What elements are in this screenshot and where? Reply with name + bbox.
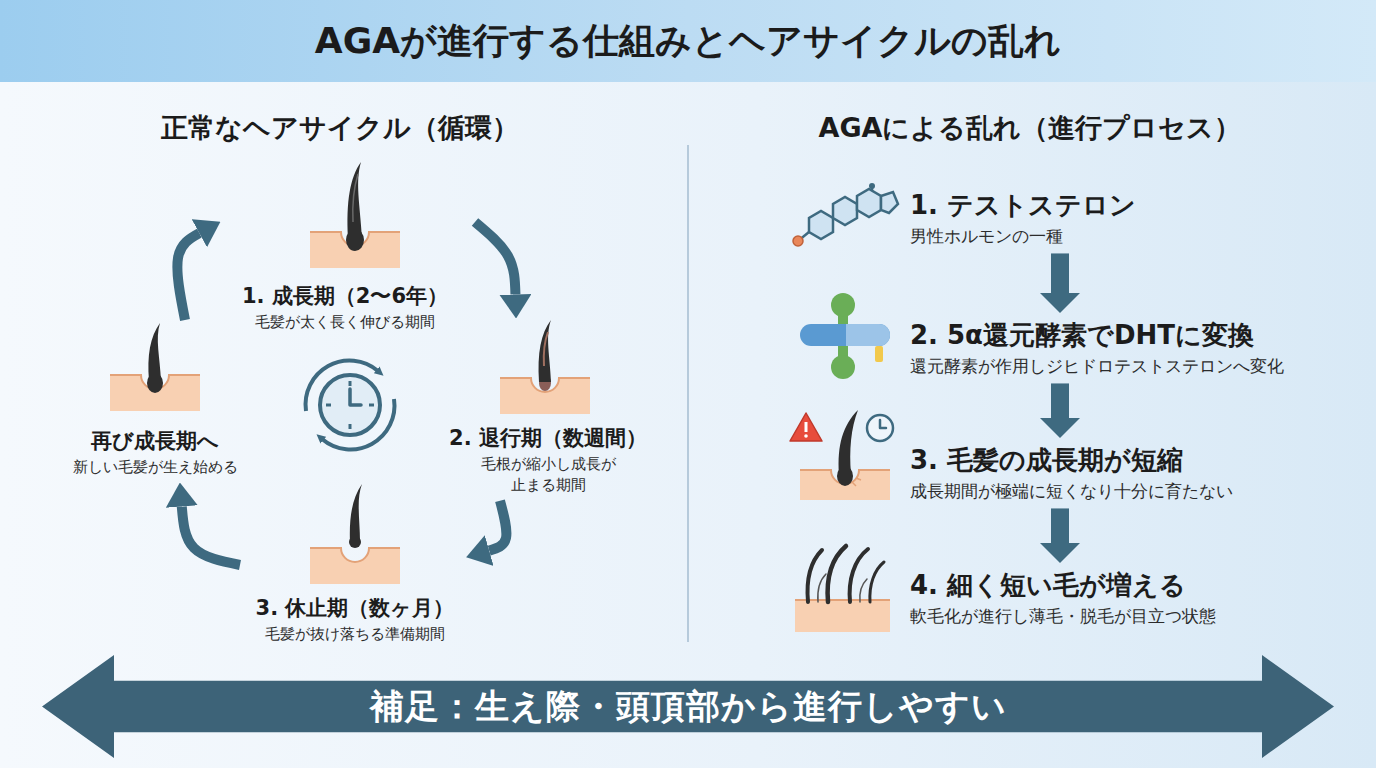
stage-box: 1. 成長期（2〜6年） 毛髪が太く長く伸びる期間 [215, 160, 475, 339]
thin-hairs-icon [795, 546, 890, 632]
stage-title: 2. 退行期（数週間） [438, 425, 658, 451]
stage-title: 3. 休止期（数ヶ月） [240, 595, 470, 621]
follicle-icon [110, 323, 200, 411]
follicle-icon [500, 320, 590, 414]
stage-description: 軟毛化が進行し薄毛・脱毛が目立つ状態 [910, 605, 1350, 628]
short-growth-icon [790, 410, 893, 500]
cycle-arrow [489, 501, 506, 551]
stage-title: 4. 細く短い毛が増える [910, 569, 1350, 602]
stage-description: 成長期間が極端に短くなり十分に育たない [910, 480, 1350, 503]
cycle-arrow [177, 233, 199, 320]
stage-description: 毛髪が抜け落ちる準備期間 [240, 624, 470, 644]
cycle-clock-icon [306, 361, 395, 450]
flow-arrow [1051, 383, 1069, 418]
stage-box: 2. 5α還元酵素でDHTに変換還元酵素が作用しジヒドロテストステロンへ変化 [910, 313, 1350, 383]
page-title: AGAが進行する仕組みとヘアサイクルの乱れ [0, 17, 1376, 66]
cycle-arrow [182, 507, 240, 565]
stage-title: 再び成長期へ [45, 428, 265, 454]
cycle-arrow [475, 222, 515, 294]
title-band [0, 0, 1376, 82]
follicle-icon [310, 484, 400, 584]
enzyme-icon [800, 293, 890, 379]
divider [687, 145, 689, 642]
stage-title: 1. テストステロン [910, 189, 1350, 222]
flow-arrow [1051, 253, 1069, 293]
stage-box: 2. 退行期（数週間） 毛根が縮小し成長が止まる期間 [438, 318, 658, 501]
stage-description: 男性ホルモンの一種 [910, 225, 1350, 248]
testosterone-molecule-icon [793, 183, 898, 246]
follicle-icon [310, 162, 400, 268]
stage-box: 3. 休止期（数ヶ月） 毛髪が抜け落ちる準備期間 [240, 480, 470, 651]
stage-box: 1. テストステロン男性ホルモンの一種 [910, 183, 1350, 253]
section-heading: AGAによる乱れ（進行プロセス） [730, 110, 1330, 146]
stage-description: 毛髪が太く長く伸びる期間 [215, 312, 475, 332]
section-heading: 正常なヘアサイクル（循環） [40, 110, 640, 146]
stage-description: 毛根が縮小し成長が止まる期間 [478, 454, 618, 495]
double-arrow-fill [42, 655, 1334, 758]
stage-title: 3. 毛髪の成長期が短縮 [910, 444, 1350, 477]
note-band-arrow: 補足：生え際・頭頂部から進行しやすい [42, 655, 1334, 758]
stage-box: 4. 細く短い毛が増える軟毛化が進行し薄毛・脱毛が目立つ状態 [910, 563, 1350, 633]
stage-description: 還元酵素が作用しジヒドロテストステロンへ変化 [910, 355, 1350, 378]
stage-title: 補足：生え際・頭頂部から進行しやすい [370, 685, 1007, 728]
stage-title: 1. 成長期（2〜6年） [215, 283, 475, 309]
stage-box: 3. 毛髪の成長期が短縮成長期間が極端に短くなり十分に育たない [910, 438, 1350, 508]
stage-description: 新しい毛髪が生え始める [45, 457, 265, 477]
flow-arrow [1051, 508, 1069, 543]
stage-title: 2. 5α還元酵素でDHTに変換 [910, 319, 1350, 352]
stage-box: 再び成長期へ新しい毛髪が生え始める [45, 320, 265, 484]
